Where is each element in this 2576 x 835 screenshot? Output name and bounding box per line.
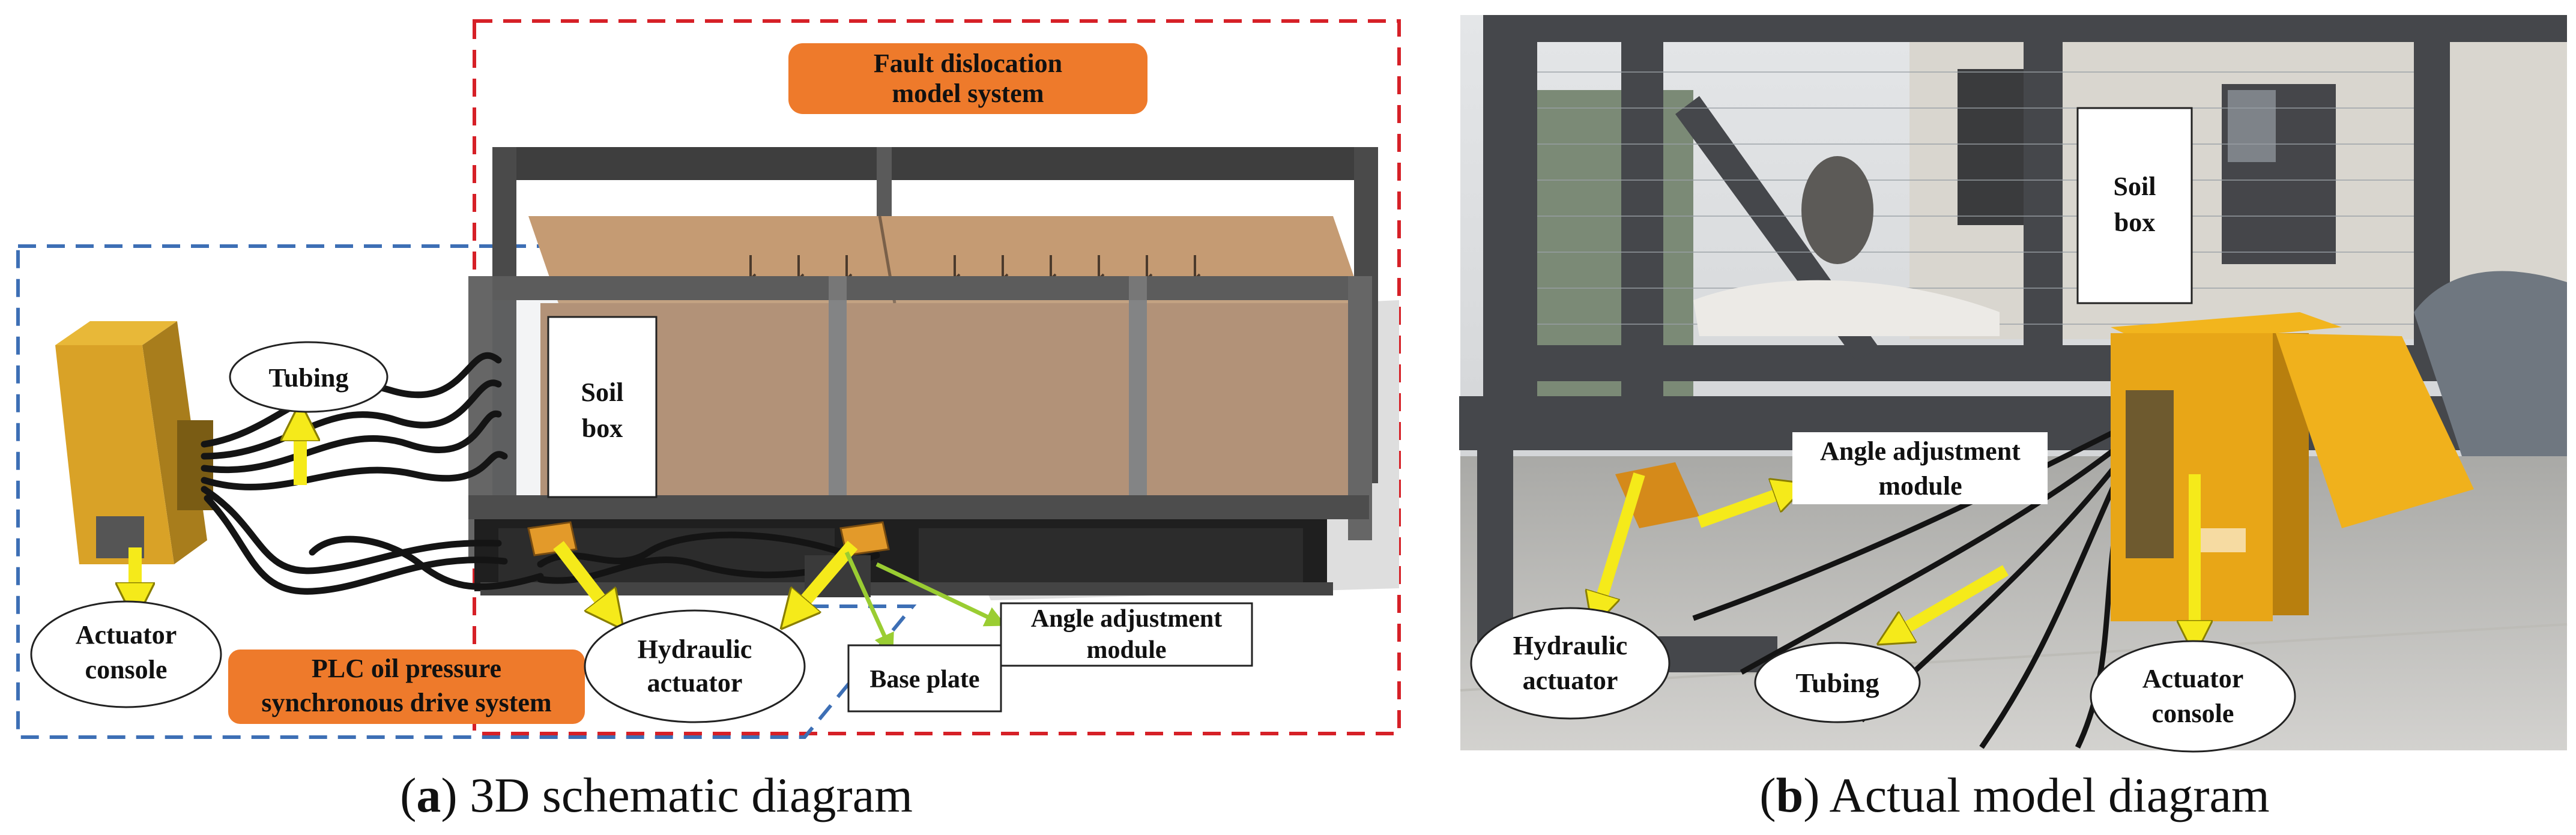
- tubing-label: Tubing: [269, 363, 349, 393]
- base-plate-label-bg: [847, 644, 1002, 713]
- photo-angle-module-label-bg: [1792, 432, 2048, 504]
- panel-b-photo: Soil box Angle adjustment module Hydraul…: [1459, 15, 2568, 822]
- fault-system-label-line1: Fault dislocation: [874, 49, 1062, 78]
- actuator-console-label-line1: Actuator: [76, 620, 177, 650]
- hydraulic-actuator-label-line1: Hydraulic: [638, 635, 752, 664]
- tubing-model: [201, 352, 880, 595]
- photo-hydraulic-actuator-label-bg: [1470, 607, 1670, 720]
- angle-module-label-bg: [1000, 602, 1253, 667]
- plc-label-line1: PLC oil pressure: [312, 654, 501, 683]
- panel-a-caption: (a) 3D schematic diagram: [400, 768, 913, 822]
- soil-box-label-bg: [547, 316, 658, 498]
- panel-a-arrows: [135, 420, 1006, 655]
- photo-soil-box-label-line2: box: [2114, 208, 2155, 237]
- panel-a-schematic: Fault dislocation model system Tubing So…: [16, 19, 1401, 822]
- tubing-label-bg: [229, 341, 389, 413]
- actuator-console-model: [55, 321, 213, 564]
- photo-tubing-label-bg: [1754, 642, 1921, 723]
- photo-hydraulic-actuator-label-line1: Hydraulic: [1513, 631, 1628, 660]
- base-plate-label: Base plate: [869, 666, 979, 693]
- photo-actuator-console-label-bg: [2090, 640, 2296, 753]
- photo-soil-box-label-line1: Soil: [2114, 172, 2156, 201]
- soil-body: [540, 303, 1348, 495]
- photo-actuator-console-label-line1: Actuator: [2142, 664, 2244, 693]
- photo-white-sheet: [1693, 280, 2000, 336]
- plc-label-line2: synchronous drive system: [261, 688, 551, 717]
- photo-actuator-console: [2111, 312, 2474, 621]
- photo-soil-box-label-bg: [2076, 107, 2193, 304]
- actuator-console-label-line2: console: [85, 655, 168, 684]
- plc-label-bg: [228, 650, 585, 724]
- soil-box-label-line2: box: [582, 414, 623, 443]
- hydraulic-actuator-label-bg: [584, 609, 806, 723]
- photo-actuator-console-label-line2: console: [2152, 699, 2234, 728]
- photo-tubing-label: Tubing: [1796, 668, 1879, 698]
- photo-angle-module-label-line2: module: [1878, 471, 1962, 501]
- photo-angle-module-label-line1: Angle adjustment: [1820, 436, 2021, 466]
- actuator-console-label-bg: [30, 600, 222, 708]
- panel-b-caption: (b) Actual model diagram: [1759, 768, 2269, 822]
- fault-system-label-bg: [788, 43, 1147, 114]
- angle-module-label-line2: module: [1086, 636, 1166, 664]
- fault-system-label-line2: model system: [892, 79, 1044, 108]
- angle-module-label-line1: Angle adjustment: [1031, 605, 1223, 633]
- soil-box-label-line1: Soil: [581, 378, 624, 407]
- hydraulic-actuator-label-line2: actuator: [647, 668, 743, 698]
- panel-b-arrows: [1597, 472, 2195, 639]
- photo-hydraulic-actuator-label-line2: actuator: [1523, 666, 1618, 695]
